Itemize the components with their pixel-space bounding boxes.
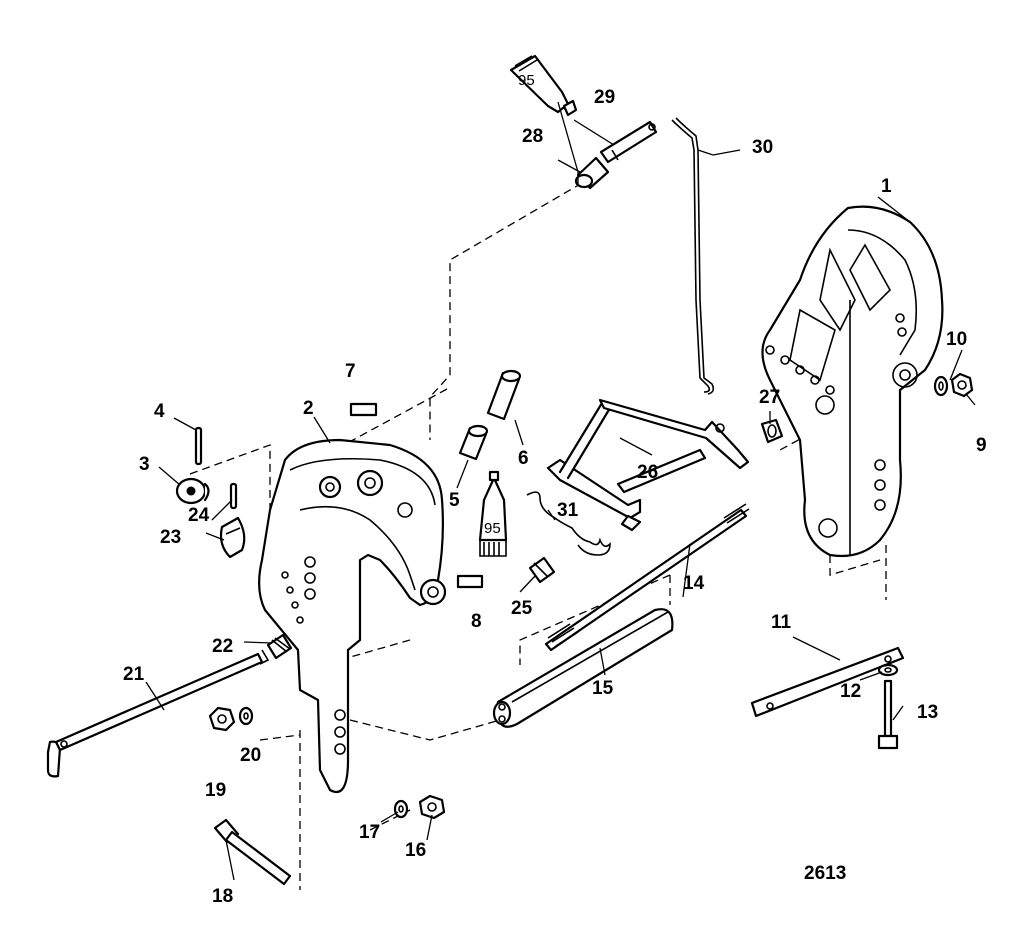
leader-lines <box>145 101 976 881</box>
part-28-sleeve <box>574 156 610 190</box>
callout-8: 8 <box>471 611 482 632</box>
callout-9: 9 <box>976 435 987 456</box>
part-20-washer <box>238 706 254 726</box>
callout-15: 15 <box>592 678 614 699</box>
part-23-cam <box>219 516 246 559</box>
part-6-bushing <box>486 369 522 421</box>
part-25-fitting <box>528 556 556 584</box>
tube-label-upper: 95 <box>518 72 535 89</box>
part-15-tube <box>492 608 674 728</box>
part-1-bracket <box>761 205 944 558</box>
callout-1: 1 <box>881 176 892 197</box>
part-11-bar <box>750 646 905 718</box>
part-9-nut <box>950 372 974 398</box>
part-19-nut <box>208 706 236 732</box>
part-30-link-rod <box>671 117 715 395</box>
part-12-washer <box>877 663 899 677</box>
callout-labels: 1 2 3 4 5 6 7 8 9 10 11 12 13 14 15 16 1… <box>123 87 987 907</box>
lubricant-tube-upper: 95 <box>509 54 578 117</box>
callout-26: 26 <box>637 462 658 483</box>
callout-5: 5 <box>449 490 460 511</box>
callout-31: 31 <box>557 500 579 521</box>
callout-27: 27 <box>759 387 780 408</box>
callout-22: 22 <box>212 636 233 657</box>
callout-29: 29 <box>594 87 615 108</box>
callout-17: 17 <box>359 822 380 843</box>
part-22-fitting <box>266 633 293 660</box>
callout-20: 20 <box>240 745 261 766</box>
callout-28: 28 <box>522 126 543 147</box>
part-29-pivot-pin <box>599 120 658 164</box>
callout-18: 18 <box>212 886 233 907</box>
callout-12: 12 <box>840 681 861 702</box>
callout-30: 30 <box>752 137 773 158</box>
part-17-washer <box>393 799 409 819</box>
callout-24: 24 <box>188 505 210 526</box>
part-3-knob <box>175 477 210 505</box>
callout-6: 6 <box>518 448 529 469</box>
callout-16: 16 <box>405 840 426 861</box>
callout-11: 11 <box>771 612 792 633</box>
part-4-pin <box>194 426 203 466</box>
part-18-bolt <box>213 818 292 886</box>
callout-7: 7 <box>345 361 356 382</box>
tube-label-lower: 95 <box>484 520 501 537</box>
part-21-handle-rod <box>46 649 270 778</box>
part-27-bushing <box>760 418 784 444</box>
callout-25: 25 <box>511 598 533 619</box>
part-7-decal <box>349 402 378 417</box>
part-14-threaded-rod <box>544 503 750 652</box>
callout-21: 21 <box>123 664 145 685</box>
part-13-bolt <box>877 679 899 750</box>
part-31-spring <box>526 491 611 556</box>
part-2-bracket <box>258 438 447 793</box>
callout-4: 4 <box>154 401 165 422</box>
part-10-washer <box>933 375 949 397</box>
callout-13: 13 <box>917 702 938 723</box>
callout-19: 19 <box>205 780 226 801</box>
callout-10: 10 <box>946 329 967 350</box>
lubricant-tube-lower: 95 <box>478 470 508 557</box>
drawing-number: 2613 <box>804 863 846 884</box>
callout-2: 2 <box>303 398 314 419</box>
part-16-nut <box>418 794 446 820</box>
part-26-lever-frame <box>546 398 750 532</box>
callout-23: 23 <box>160 527 181 548</box>
callout-3: 3 <box>139 454 150 475</box>
part-24-pin <box>229 482 238 510</box>
callout-14: 14 <box>683 573 705 594</box>
part-5-bushing <box>458 424 489 461</box>
part-8-decal <box>456 574 484 589</box>
